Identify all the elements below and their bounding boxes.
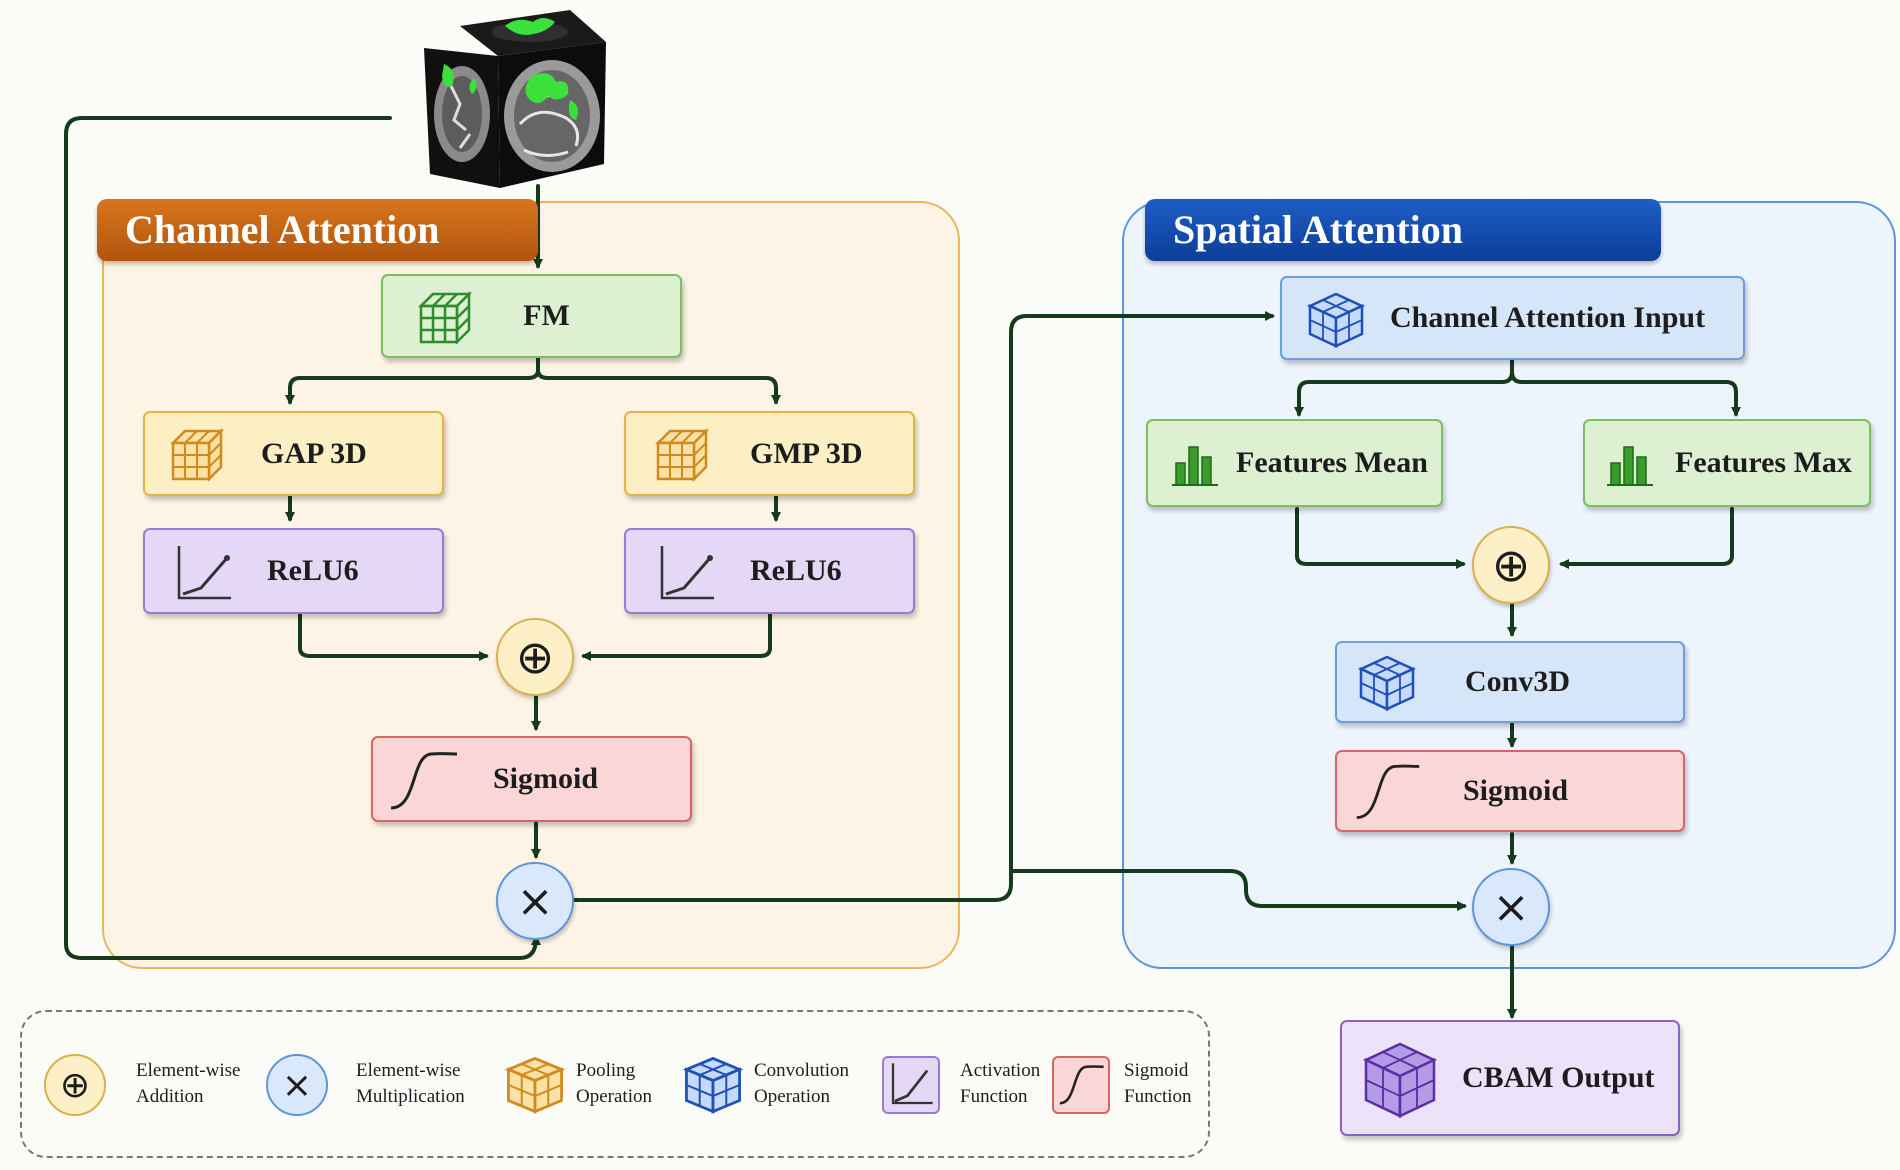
relu6-right-label: ReLU6	[750, 554, 842, 587]
multiplication-symbol-icon: ×	[1492, 881, 1530, 933]
conv3d-node: Conv3D	[1335, 641, 1685, 723]
legend-label: Addition	[136, 1086, 204, 1107]
relu6-left-label: ReLU6	[267, 554, 359, 587]
pooling-cube-icon	[654, 427, 710, 483]
legend-label: Element-wise	[136, 1060, 241, 1081]
convolution-cube-icon	[1358, 655, 1416, 711]
multiplication-symbol-icon: ×	[516, 875, 554, 927]
sigmoid-curve-icon	[390, 752, 458, 810]
channel-attention-input-label: Channel Attention Input	[1390, 301, 1706, 334]
activation-function-icon	[177, 546, 231, 600]
spatial-addition-op: ⊕	[1472, 526, 1550, 604]
legend-label: Function	[960, 1086, 1028, 1107]
features-mean-node: Features Mean	[1146, 419, 1443, 507]
cbam-output-node: CBAM Output	[1340, 1020, 1680, 1136]
channel-attention-title: Channel Attention	[97, 199, 538, 261]
bar-chart-icon	[1172, 446, 1218, 486]
legend-label: Function	[1124, 1086, 1192, 1107]
channel-sigmoid-label: Sigmoid	[493, 762, 599, 795]
legend-label: Element-wise	[356, 1060, 461, 1081]
features-max-label: Features Max	[1675, 446, 1852, 479]
bar-chart-icon	[1607, 446, 1653, 486]
channel-attention-input-node: Channel Attention Input	[1280, 276, 1745, 360]
relu6-left-node: ReLU6	[143, 528, 444, 614]
feature-map-cube-icon	[417, 290, 473, 346]
gmp3d-node: GMP 3D	[624, 411, 915, 496]
fm-label: FM	[523, 299, 570, 332]
spatial-sigmoid-label: Sigmoid	[1463, 774, 1569, 807]
pooling-cube-icon	[504, 1056, 566, 1114]
gap3d-label: GAP 3D	[261, 436, 367, 470]
legend-label: Operation	[754, 1086, 830, 1107]
activation-function-icon	[882, 1056, 940, 1114]
legend-label: Convolution	[754, 1060, 850, 1081]
sigmoid-function-icon	[1052, 1056, 1110, 1114]
addition-symbol-icon: ⊕	[1491, 538, 1531, 592]
features-max-node: Features Max	[1583, 419, 1871, 507]
features-mean-label: Features Mean	[1236, 446, 1428, 479]
legend-label: Operation	[576, 1086, 652, 1107]
addition-icon: ⊕	[44, 1054, 106, 1116]
legend-label: Multiplication	[356, 1086, 465, 1107]
brain-volume-cube-icon	[424, 10, 606, 188]
relu6-right-node: ReLU6	[624, 528, 915, 614]
addition-symbol-icon: ⊕	[515, 630, 555, 684]
spatial-multiplication-op: ×	[1472, 868, 1550, 946]
legend-label: Pooling	[576, 1060, 636, 1081]
cbam-output-label: CBAM Output	[1462, 1061, 1655, 1094]
spatial-sigmoid-node: Sigmoid	[1335, 750, 1685, 832]
convolution-cube-icon	[1307, 292, 1365, 348]
legend-label: Sigmoid	[1124, 1060, 1189, 1081]
gmp3d-label: GMP 3D	[750, 436, 863, 470]
legend-label: Activation	[960, 1060, 1041, 1081]
gap3d-node: GAP 3D	[143, 411, 444, 496]
conv3d-label: Conv3D	[1465, 665, 1571, 698]
activation-function-icon	[660, 546, 714, 600]
sigmoid-curve-icon	[1356, 764, 1420, 819]
fm-node: FM	[381, 274, 682, 358]
multiplication-icon: ×	[266, 1054, 328, 1116]
output-cube-icon	[1363, 1042, 1437, 1118]
spatial-attention-title: Spatial Attention	[1145, 199, 1661, 261]
channel-multiplication-op: ×	[496, 862, 574, 940]
convolution-cube-icon	[682, 1056, 744, 1114]
pooling-cube-icon	[169, 427, 225, 483]
channel-sigmoid-node: Sigmoid	[371, 736, 692, 822]
channel-addition-op: ⊕	[496, 618, 574, 696]
